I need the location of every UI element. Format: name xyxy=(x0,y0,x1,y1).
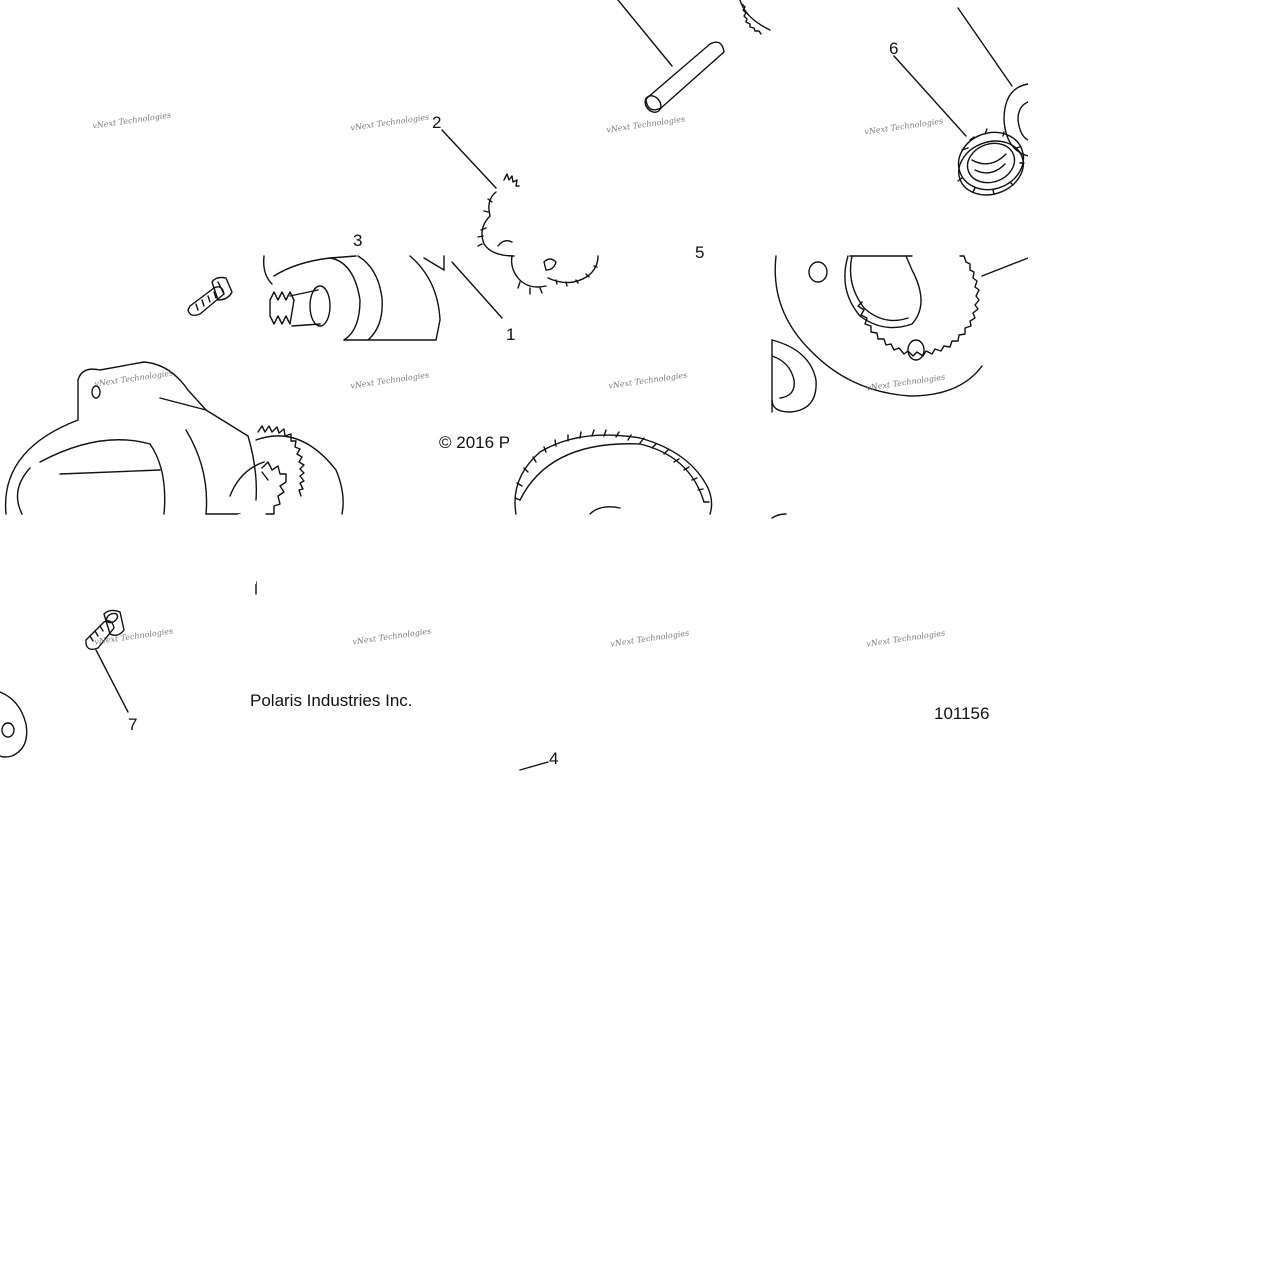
leader-4 xyxy=(519,761,549,771)
bolt-lower xyxy=(85,609,129,713)
copyright-right: Polaris Industries Inc. xyxy=(250,691,413,710)
pin-part xyxy=(617,0,725,113)
top-gear-edge xyxy=(739,0,771,35)
ring-gear-right xyxy=(774,255,1029,397)
arc-stub xyxy=(771,513,787,519)
bolt-upper xyxy=(187,276,233,317)
callout-6: 6 xyxy=(889,39,899,58)
figure-number: 101156 xyxy=(934,704,990,723)
callout-5: 5 xyxy=(695,243,705,262)
starter-motor-body xyxy=(4,361,344,515)
tile-mask-right xyxy=(1028,0,1285,514)
washer-right-middle xyxy=(771,339,817,413)
starter-gear-part xyxy=(441,129,599,295)
callout-1: 1 xyxy=(506,325,516,344)
copyright-left: © 2016 P xyxy=(439,433,511,452)
nut-part xyxy=(893,55,1025,196)
callout-7: 7 xyxy=(128,715,138,734)
washer-top-right xyxy=(957,7,1029,157)
starter-motor-front xyxy=(262,255,503,341)
large-gear-center xyxy=(514,429,713,515)
callout-4: 4 xyxy=(549,749,559,768)
mount-tab xyxy=(0,691,28,758)
tile-mask-left xyxy=(238,514,256,584)
callout-2: 2 xyxy=(432,113,442,132)
callout-3: 3 xyxy=(353,231,363,250)
